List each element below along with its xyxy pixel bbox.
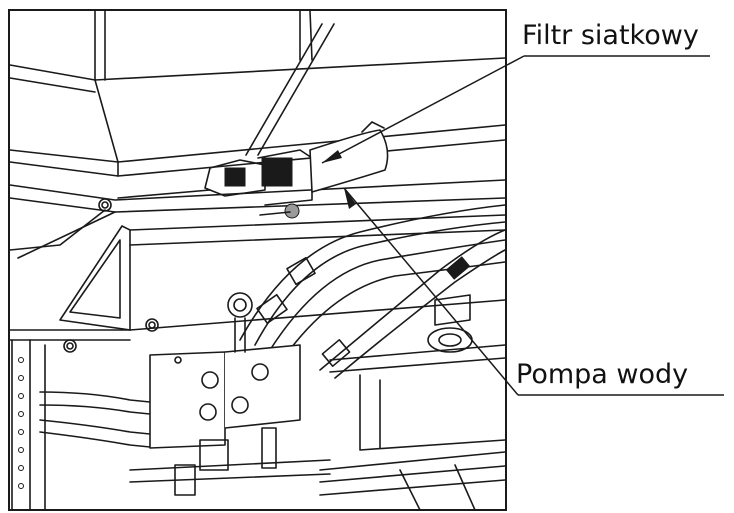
callout-water-pump bbox=[343, 187, 724, 396]
drawing-frame bbox=[8, 9, 507, 511]
callout-water-pump-arrowhead bbox=[344, 188, 356, 209]
hydraulic-hoses bbox=[39, 204, 506, 448]
callout-mesh-filter bbox=[321, 55, 710, 164]
hopper bbox=[9, 10, 506, 177]
pump-assembly bbox=[117, 121, 389, 219]
lower-machinery bbox=[129, 294, 506, 511]
callout-mesh-filter-arrowhead bbox=[322, 150, 342, 163]
frame-truss bbox=[9, 179, 506, 353]
label-mesh-filter: Filtr siatkowy bbox=[522, 20, 699, 51]
vertical-post bbox=[11, 339, 46, 511]
valve-block bbox=[149, 292, 301, 496]
label-water-pump: Pompa wody bbox=[516, 359, 689, 390]
